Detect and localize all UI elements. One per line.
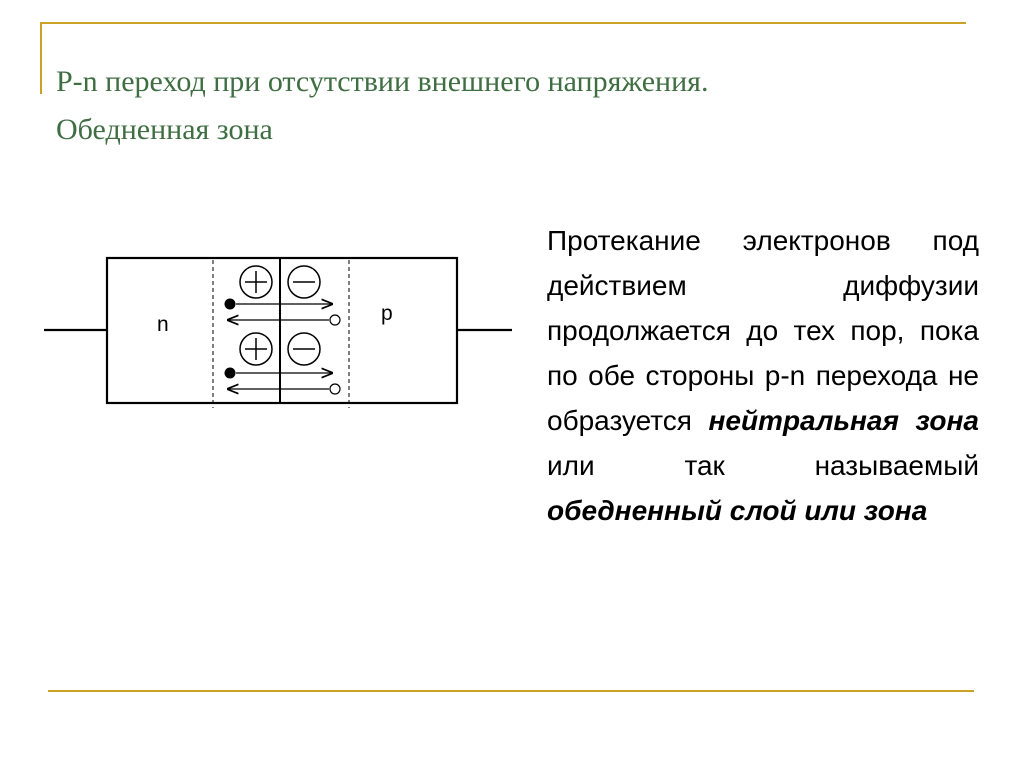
semiconductor-body [105, 256, 459, 405]
frame-top-line [40, 22, 966, 24]
slide-title: P-n переход при отсутствии внешнего напр… [56, 58, 956, 154]
paragraph-emphasis-2: обедненный слой или зона [547, 495, 928, 526]
explanation-paragraph: Протекание электронов под действием дифф… [547, 218, 979, 533]
hole-flow-arrow [228, 383, 341, 395]
electron-flow-arrow [224, 367, 333, 379]
negative-ion-icon [287, 332, 321, 366]
p-region-label: p [381, 302, 393, 325]
negative-ion-icon [287, 265, 321, 299]
slide-title-line-2: Обедненная зона [56, 113, 273, 146]
paragraph-text-2: или так называемый [547, 450, 979, 481]
frame-bottom-line [48, 690, 974, 692]
electron-flow-arrow [224, 298, 333, 310]
paragraph-emphasis-1: нейтральная зона [708, 405, 979, 436]
positive-ion-icon [239, 332, 273, 366]
positive-ion-icon [239, 265, 273, 299]
paragraph-text-1: Протекание электронов под действием дифф… [547, 225, 979, 436]
slide-title-line-1: P-n переход при отсутствии внешнего напр… [56, 65, 709, 98]
n-region-label: n [157, 313, 169, 336]
frame-left-line [40, 22, 42, 94]
hole-flow-arrow [228, 314, 341, 326]
